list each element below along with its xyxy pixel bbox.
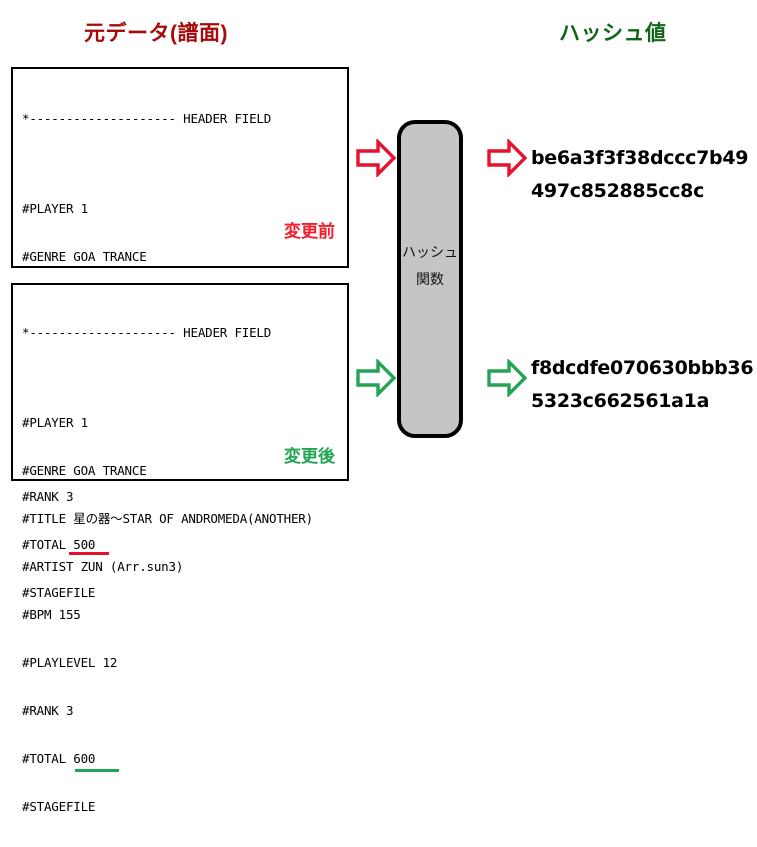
hash-value-after: f8dcdfe070630bbb36 5323c662561a1a [531, 357, 754, 412]
hash-value-before: be6a3f3f38dccc7b49 497c852885cc8c [531, 147, 749, 202]
code-header-rule: *-------------------- HEADER FIELD [22, 111, 272, 126]
code-total-value: 600 [73, 751, 96, 766]
code-line-total: #TOTAL 600 [22, 751, 313, 772]
source-data-box-before: *-------------------- HEADER FIELD #PLAY… [11, 67, 349, 600]
code-line-rank: #RANK 3 [22, 489, 74, 504]
code-total-prefix: #TOTAL [22, 751, 74, 766]
arrow-right-green-output-icon [487, 359, 527, 397]
code-block-after: *-------------------- HEADER FIELD #PLAY… [22, 293, 313, 847]
total-change-underline-after [75, 769, 120, 772]
source-data-heading: 元データ(譜面) [84, 22, 228, 45]
hash-function-label: ハッシュ 関数 [402, 245, 458, 288]
change-label-after: 変更後 [284, 447, 335, 466]
hash-value-heading: ハッシュ値 [559, 22, 667, 45]
code-line-title: #TITLE 星の器～STAR OF ANDROMEDA(ANOTHER) [22, 511, 313, 526]
code-line-genre: #GENRE GOA TRANCE [22, 463, 147, 478]
arrow-right-red-input-icon [356, 139, 396, 177]
code-line-playlevel: #PLAYLEVEL 12 [22, 655, 118, 670]
code-spacer [22, 159, 313, 169]
code-line-bpm: #BPM 155 [22, 607, 81, 622]
arrow-right-green-input-icon [356, 359, 396, 397]
code-spacer [22, 373, 313, 383]
code-line-player: #PLAYER 1 [22, 201, 88, 216]
source-data-box-after: *-------------------- HEADER FIELD #PLAY… [11, 283, 349, 814]
change-label-before: 変更前 [284, 222, 335, 241]
code-line-rank: #RANK 3 [22, 703, 74, 718]
code-total-value-wrap: 600 [73, 751, 120, 772]
code-line-genre: #GENRE GOA TRANCE [22, 249, 147, 264]
hash-function-box: ハッシュ 関数 [397, 120, 463, 438]
code-line-player: #PLAYER 1 [22, 415, 88, 430]
code-line-artist: #ARTIST ZUN (Arr.sun3) [22, 559, 184, 574]
arrow-right-red-output-icon [487, 139, 527, 177]
code-header-rule: *-------------------- HEADER FIELD [22, 325, 272, 340]
code-line-stagefile: #STAGEFILE [22, 799, 96, 814]
